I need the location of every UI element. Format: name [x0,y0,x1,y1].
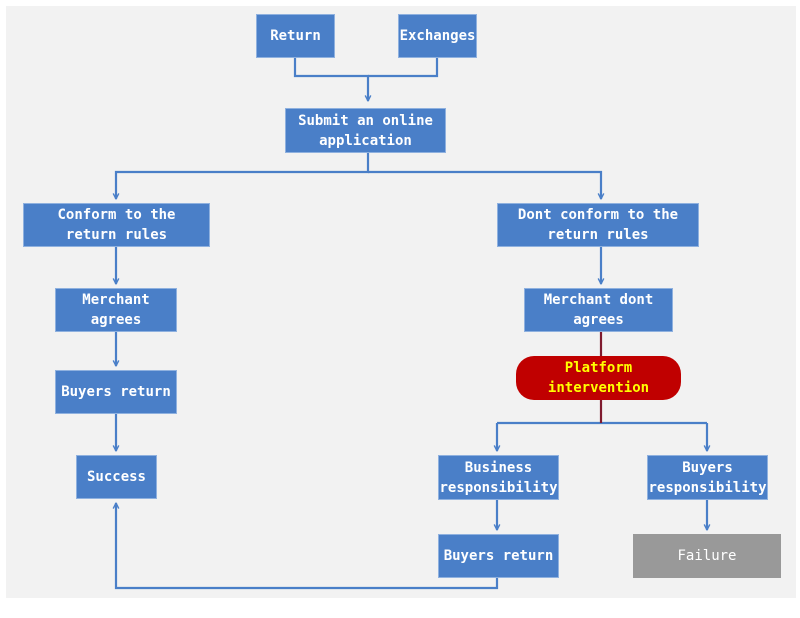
return-node: Return [256,14,335,58]
buyers-responsibility-node: Buyers responsibility [647,455,768,500]
dont-conform-rules-node: Dont conform to the return rules [497,203,699,247]
exchanges-node: Exchanges [398,14,477,58]
submit-application-node: Submit an online application [285,108,446,153]
merchant-agrees-node: Merchant agrees [55,288,177,332]
business-responsibility-node: Business responsibility [438,455,559,500]
platform-intervention-node: Platform intervention [516,356,681,400]
success-node: Success [76,455,157,499]
conform-rules-node: Conform to the return rules [23,203,210,247]
buyers-return-left-node: Buyers return [55,370,177,414]
buyers-return-right-node: Buyers return [438,534,559,578]
failure-node: Failure [633,534,781,578]
merchant-dont-agrees-node: Merchant dont agrees [524,288,673,332]
